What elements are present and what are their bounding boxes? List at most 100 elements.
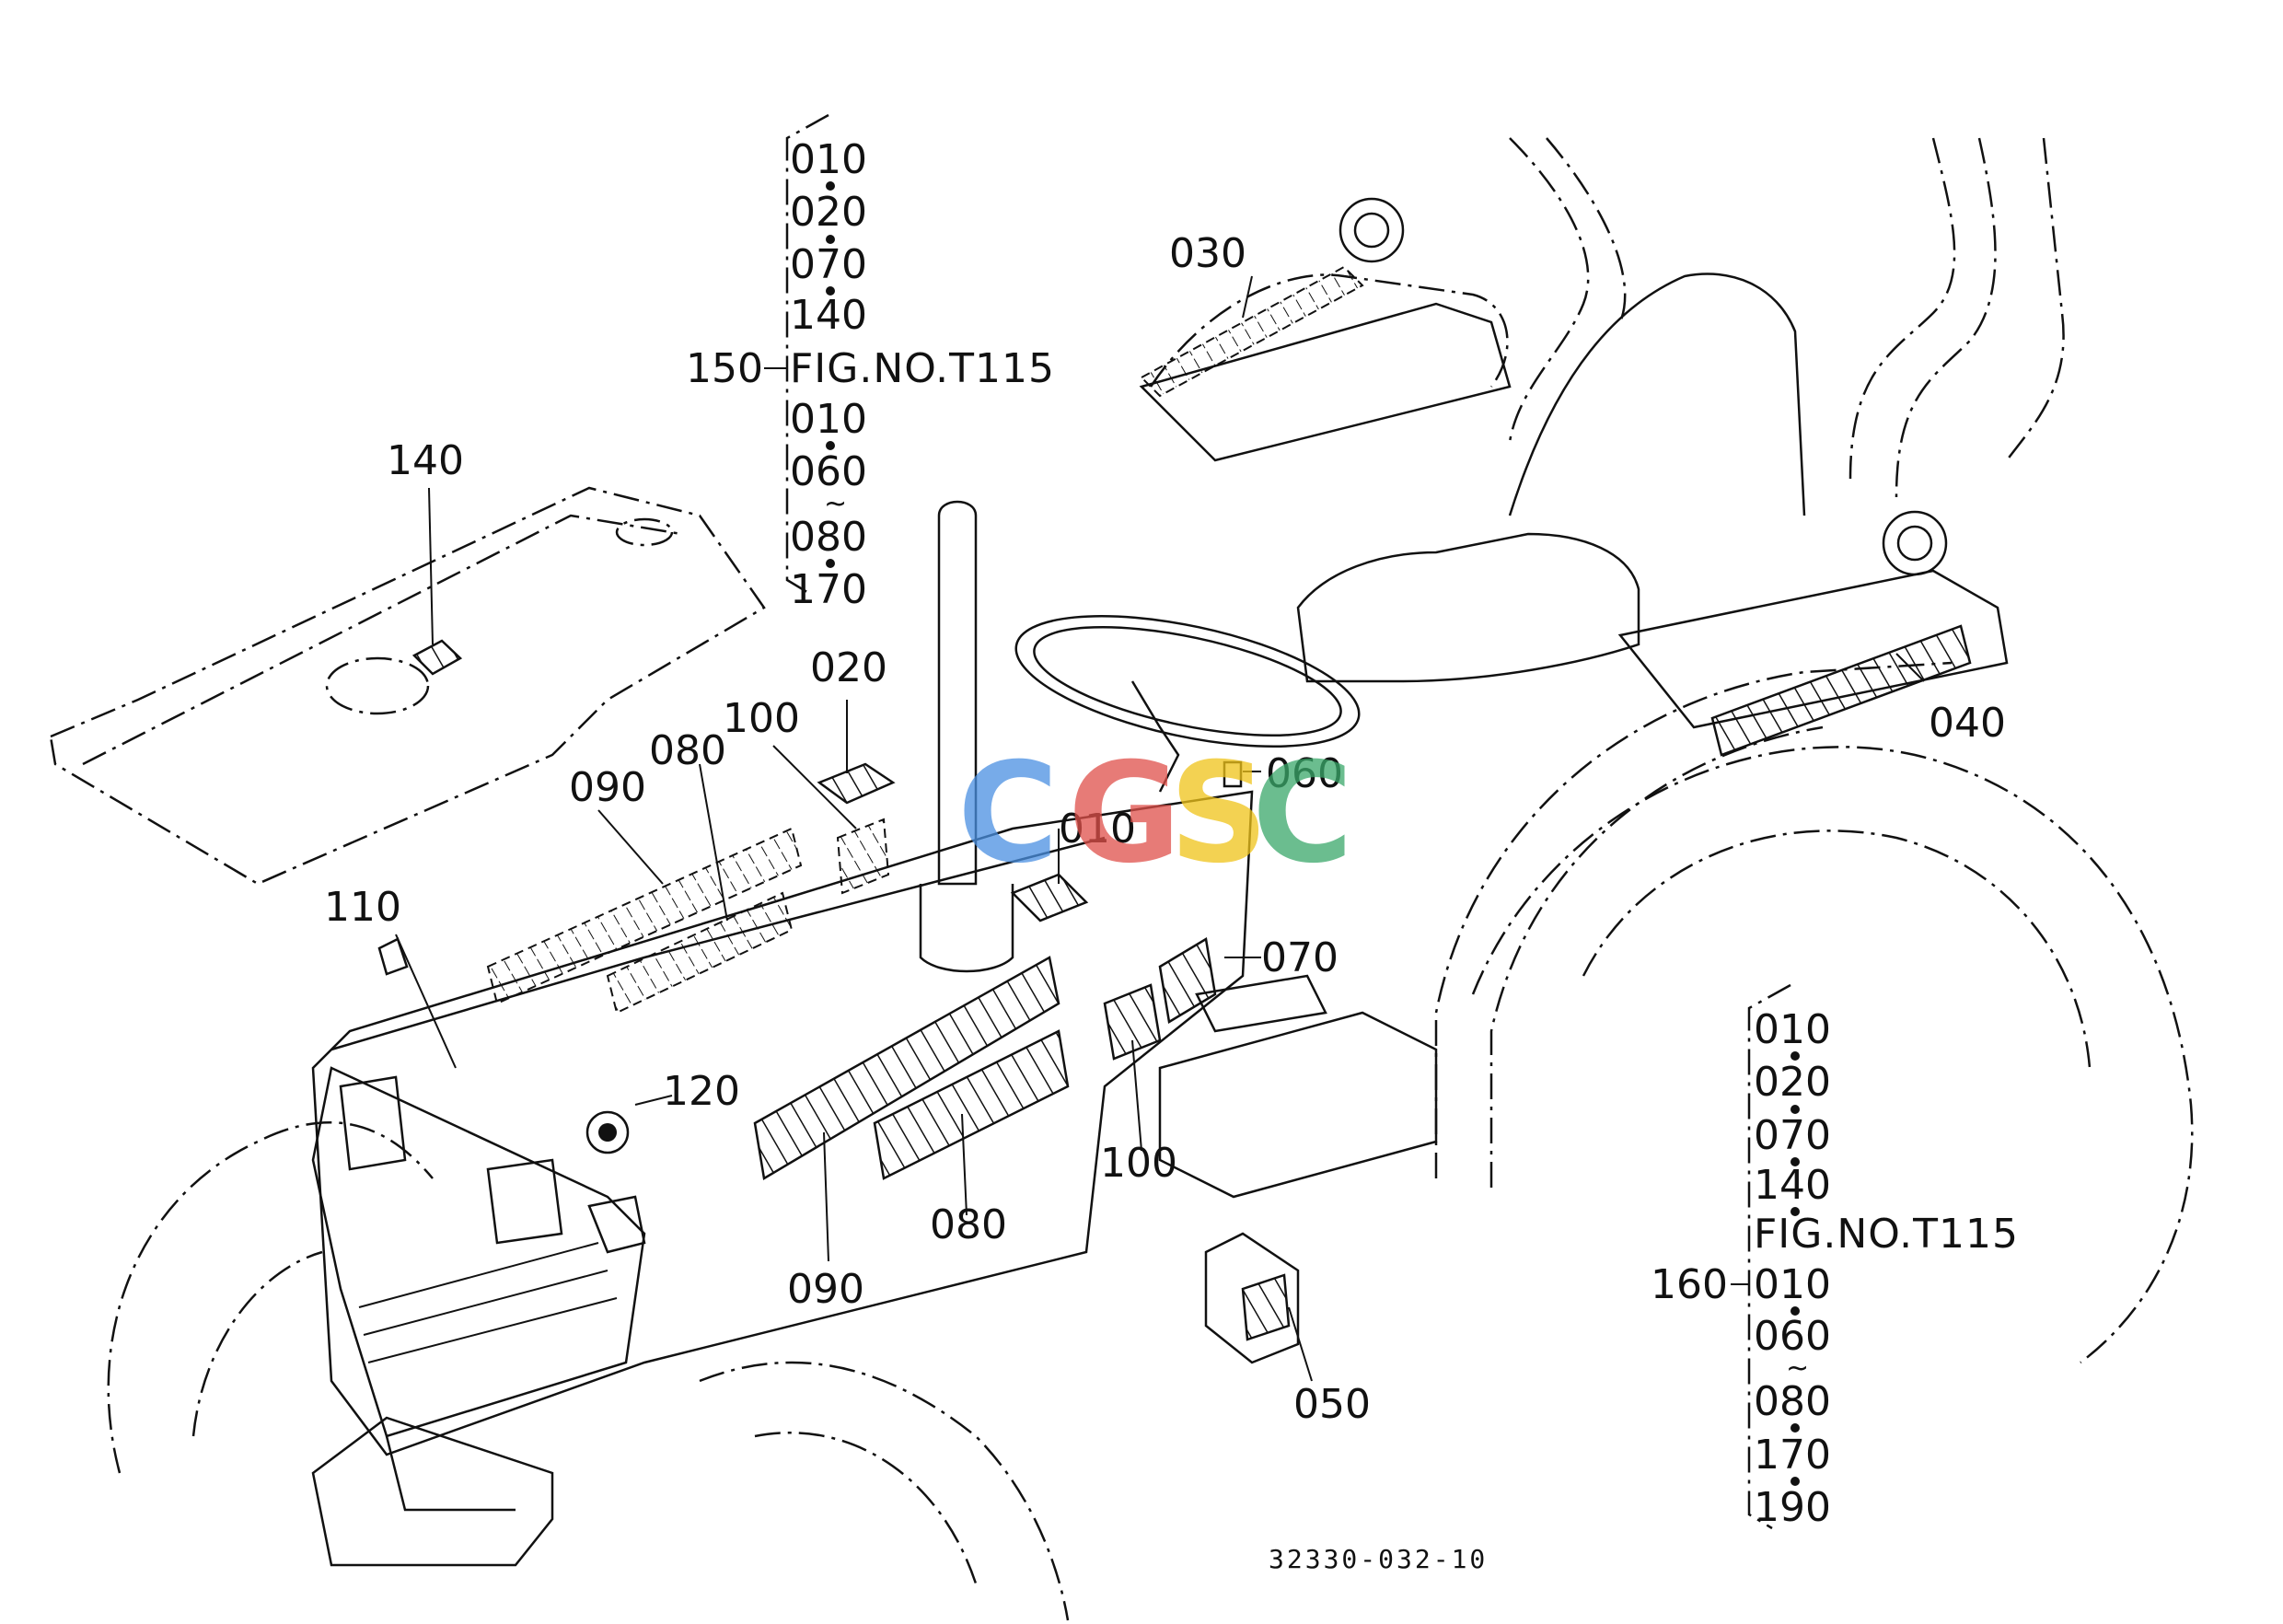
callout-010: 010 <box>1059 806 1136 853</box>
decal-080-upper <box>606 891 794 1015</box>
work-light-left <box>1339 197 1405 263</box>
ref-bottom-item-2: 020 <box>1754 1059 1831 1106</box>
decal-100-lower <box>1103 983 1162 1061</box>
ref-bracket-top <box>785 113 829 596</box>
ref-bottom-item-9: 190 <box>1754 1484 1831 1531</box>
ref-top-item-1: 010 <box>790 136 867 183</box>
front-bumper-inner <box>385 1435 516 1512</box>
front-tire-left <box>107 1121 434 1474</box>
rear-tire <box>1471 746 2194 1363</box>
ref-column-bottom: 010 020 070 140 FIG.NO.T115 160 010 060 … <box>1651 983 2019 1531</box>
decal-090-upper <box>486 827 803 1005</box>
exhaust-pipe <box>937 500 978 886</box>
callout-100-upper: 100 <box>723 695 800 742</box>
ref-bottom-dot <box>1790 1423 1800 1433</box>
steering-column <box>1130 680 1180 793</box>
leader-100-upper <box>772 745 857 829</box>
front-bumper <box>311 1416 554 1567</box>
watermark-letter: C <box>957 734 1059 894</box>
seat-back <box>1508 273 1806 516</box>
callout-120: 120 <box>663 1068 740 1115</box>
ref-bottom-item-7: 080 <box>1754 1378 1831 1425</box>
front-tire-right-inner <box>754 1432 978 1584</box>
hood-panel-cap-small <box>615 517 674 547</box>
ref-top-item-2: 020 <box>790 189 867 236</box>
ref-top-tilde: ~ <box>824 488 847 520</box>
rops-back-post <box>2006 137 2065 461</box>
callout-labels: 140 110 120 020 100 080 090 010 060 070 … <box>324 230 2006 1428</box>
leader-040 <box>1895 653 1925 682</box>
rops-right-post-inner <box>1895 137 1997 498</box>
ref-top-dot <box>826 559 835 568</box>
pedal <box>1195 974 1327 1033</box>
decal-010 <box>1010 873 1089 922</box>
leader-lines <box>395 275 1925 1382</box>
ref-bottom-item-8: 170 <box>1754 1432 1831 1479</box>
ref-bottom-item-4: 140 <box>1754 1162 1831 1209</box>
rops-left-post-inner <box>1546 137 1627 323</box>
decal-020 <box>817 762 896 805</box>
hood-top-panel <box>49 486 766 886</box>
ref-bottom-bracket-label: 160 <box>1651 1261 1728 1308</box>
decal-040 <box>1710 624 1972 757</box>
hood-crease <box>330 836 1106 1051</box>
decals <box>377 197 1972 1364</box>
right-fender-cover <box>1617 569 2009 729</box>
ref-bottom-dot <box>1790 1157 1800 1166</box>
rops-left-post <box>1508 137 1590 443</box>
front-tire-left-inner <box>191 1250 323 1437</box>
front-grille <box>311 1066 646 1438</box>
leader-100-lower <box>1131 1039 1142 1152</box>
ref-top-item-6: 060 <box>790 448 867 495</box>
callout-050: 050 <box>1293 1381 1371 1428</box>
ref-top-dot <box>826 235 835 244</box>
work-light-left-lens <box>1353 212 1390 249</box>
hood-panel-edge <box>82 514 682 766</box>
leader-110 <box>395 934 457 1069</box>
watermark: C G S C <box>957 734 1353 894</box>
callout-090-lower: 090 <box>787 1266 864 1313</box>
leader-080-lower <box>961 1113 968 1216</box>
ref-top-item-8: 170 <box>790 566 867 613</box>
rear-tire-inner <box>1582 829 2092 1069</box>
ref-bottom-fig: FIG.NO.T115 <box>1754 1211 2019 1258</box>
front-tire-right <box>699 1361 1070 1621</box>
tractor-outline <box>107 137 2194 1621</box>
decal-090-lower <box>753 956 1060 1181</box>
ref-top-dot <box>826 441 835 450</box>
hood-panel-cap <box>325 656 430 715</box>
callout-060: 060 <box>1266 750 1343 797</box>
work-light-right-lens <box>1896 525 1933 562</box>
exhaust-base <box>919 884 1014 973</box>
ref-top-fig: FIG.NO.T115 <box>790 345 1055 392</box>
rear-fender <box>1434 661 1953 1178</box>
watermark-letter: S <box>1169 734 1269 894</box>
seat-cushion <box>1296 532 1640 683</box>
ref-top-item-5: 010 <box>790 396 867 443</box>
decal-080-lower <box>873 1029 1070 1180</box>
drawing-code: 32330-032-10 <box>1269 1544 1488 1574</box>
front-badge-right <box>486 1158 563 1245</box>
leader-030 <box>1242 275 1253 319</box>
ref-bottom-dot <box>1790 1207 1800 1216</box>
rops-right-post <box>1848 137 1956 480</box>
part-120-cap <box>585 1110 630 1154</box>
decal-140 <box>411 639 463 676</box>
ref-bottom-dot <box>1790 1306 1800 1316</box>
watermark-letter: G <box>1068 734 1181 894</box>
callout-090-upper: 090 <box>569 764 646 811</box>
callout-110: 110 <box>324 884 401 931</box>
ref-bottom-item-3: 070 <box>1754 1112 1831 1159</box>
ref-top-item-4: 140 <box>790 292 867 339</box>
leader-090-lower <box>823 1131 829 1262</box>
steering-wheel <box>1014 615 1361 748</box>
decal-100-upper <box>836 818 890 895</box>
ref-bottom-dot <box>1790 1051 1800 1061</box>
ref-bottom-item-1: 010 <box>1754 1006 1831 1053</box>
ref-bottom-dot <box>1790 1105 1800 1114</box>
ref-top-bracket-label: 150 <box>686 345 763 392</box>
callout-080-upper: 080 <box>649 727 726 774</box>
leader-050 <box>1288 1306 1313 1382</box>
callout-140: 140 <box>387 437 464 484</box>
